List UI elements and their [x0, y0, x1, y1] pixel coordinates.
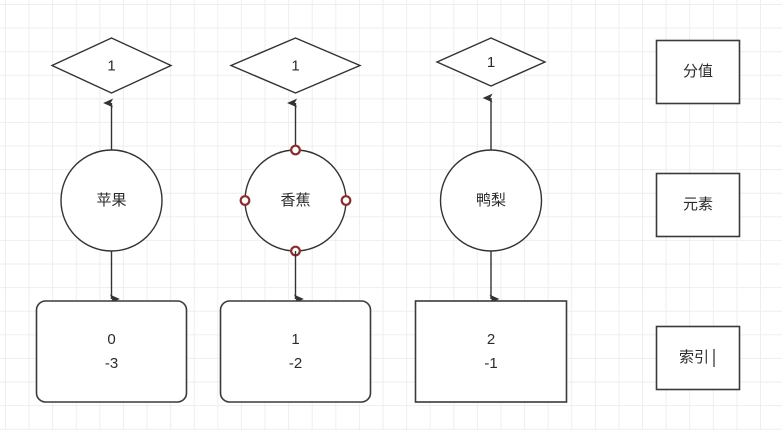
legend-index-label: 索引 — [679, 349, 709, 366]
banana-anchor-left[interactable] — [239, 195, 251, 206]
legend-score-box[interactable] — [655, 39, 741, 105]
banana-index-line1: 1 — [291, 331, 299, 348]
pear-index-line2: -1 — [484, 355, 497, 372]
banana-anchor-right[interactable] — [340, 195, 352, 206]
apple-index-line2: -3 — [105, 355, 118, 372]
legend-element-label: 元素 — [683, 196, 713, 213]
pear-index-line1: 2 — [487, 331, 495, 348]
column-banana[interactable]: 1 香蕉 1 -2 — [219, 37, 372, 403]
banana-element-label: 香蕉 — [280, 192, 310, 209]
banana-index-node[interactable] — [219, 300, 372, 403]
legend-element-box[interactable] — [655, 172, 741, 238]
legend[interactable]: 分值 元素 索引 — [655, 39, 741, 391]
pear-score-node[interactable] — [435, 37, 547, 87]
column-apple[interactable]: 1 苹果 0 -3 — [35, 37, 188, 403]
apple-index-node[interactable] — [35, 300, 188, 403]
pear-element-label: 鸭梨 — [476, 192, 506, 209]
banana-score-node[interactable] — [229, 37, 362, 94]
apple-index-line1: 0 — [107, 331, 115, 348]
banana-anchor-top[interactable] — [290, 144, 301, 156]
apple-score-node[interactable] — [50, 37, 173, 94]
column-pear[interactable]: 1 鸭梨 2 -1 — [414, 37, 568, 403]
legend-index-box[interactable] — [655, 325, 741, 391]
banana-index-line2: -2 — [289, 355, 302, 372]
apple-element-label: 苹果 — [96, 192, 126, 209]
pear-score-label: 1 — [487, 54, 495, 71]
legend-score-label: 分值 — [683, 63, 713, 80]
apple-score-label: 1 — [107, 57, 115, 74]
banana-score-label: 1 — [291, 57, 299, 74]
pear-index-node[interactable] — [414, 300, 568, 403]
